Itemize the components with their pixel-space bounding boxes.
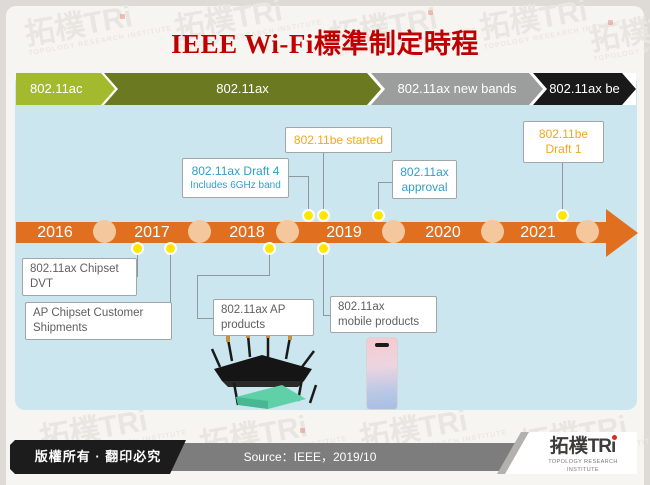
standards-banner: 802.11ac 802.11ax 802.11ax new bands 802… — [16, 73, 636, 105]
connector-line — [287, 176, 309, 177]
banner-chevron-802-11ac: 802.11ac — [16, 73, 115, 105]
connector-line — [269, 253, 270, 275]
event-box-802-11be-started: 802.11be started — [285, 127, 392, 153]
year-label-2017: 2017 — [134, 224, 170, 241]
event-box-802-11ax-approval: 802.11ax approval — [392, 160, 457, 199]
connector-line — [197, 318, 213, 319]
milestone-dot — [302, 209, 315, 222]
connector-line — [197, 275, 270, 276]
page-title: IEEE Wi-Fi標準制定時程 — [171, 29, 479, 59]
event-box-chipset-dvt: 802.11ax Chipset DVT — [22, 258, 137, 296]
event-box-ap-chipset-shipments: AP Chipset Customer Shipments — [25, 302, 172, 340]
event-box-802-11ax-draft4: 802.11ax Draft 4 Includes 6GHz band — [182, 158, 289, 198]
connector-line — [308, 176, 309, 210]
connector-line — [323, 315, 331, 316]
copyright-banner: 版權所有 · 翻印必究 — [10, 440, 186, 474]
logo-subtitle: TOPOLOGY RESEARCH INSTITUTE — [548, 459, 618, 473]
logo-red-dot-icon — [612, 435, 618, 440]
milestone-dot — [372, 209, 385, 222]
connector-line — [562, 161, 563, 210]
milestone-dot — [317, 242, 330, 255]
source-note: Source：IEEE，2019/10 — [243, 450, 377, 464]
watermark-red-dot — [120, 14, 125, 19]
timeline-bar — [16, 222, 606, 243]
connector-line — [378, 182, 379, 210]
connector-line — [137, 253, 138, 276]
smartphone-image — [366, 337, 398, 410]
phone-camera-icon — [375, 343, 389, 347]
year-label-2019: 2019 — [326, 224, 362, 241]
banner-chevron-802-11ax-be: 802.11ax be — [533, 73, 636, 105]
watermark-red-dot — [300, 428, 305, 433]
connector-line — [323, 253, 324, 315]
timeline-arrow-icon — [606, 209, 638, 257]
year-label-2016: 2016 — [37, 224, 73, 241]
company-logo: 拓樸TRı TOPOLOGY RESEARCH INSTITUTE — [533, 435, 633, 474]
banner-chevron-802-11ax-new-bands: 802.11ax new bands — [371, 73, 543, 105]
banner-chevron-802-11ax: 802.11ax — [104, 73, 381, 105]
timeline-marker — [188, 220, 211, 243]
year-label-2021: 2021 — [520, 224, 556, 241]
timeline-marker — [382, 220, 405, 243]
milestone-dot — [556, 209, 569, 222]
connector-line — [170, 253, 171, 320]
milestone-dot — [131, 242, 144, 255]
milestone-dot — [317, 209, 330, 222]
timeline-marker — [276, 220, 299, 243]
timeline-marker — [576, 220, 599, 243]
year-label-2020: 2020 — [425, 224, 461, 241]
timeline-marker — [481, 220, 504, 243]
event-box-mobile-products: 802.11ax mobile products — [330, 296, 437, 333]
event-box-ap-products: 802.11ax AP products — [213, 299, 314, 336]
event-box-802-11be-draft1: 802.11be Draft 1 — [523, 121, 604, 163]
connector-line — [323, 151, 324, 210]
timeline-marker — [93, 220, 116, 243]
watermark-red-dot — [608, 20, 613, 25]
connector-line — [378, 182, 393, 183]
milestone-dot — [164, 242, 177, 255]
router-image — [210, 332, 318, 409]
milestone-dot — [263, 242, 276, 255]
year-label-2018: 2018 — [229, 224, 265, 241]
watermark-red-dot — [428, 10, 433, 15]
connector-line — [197, 275, 198, 318]
